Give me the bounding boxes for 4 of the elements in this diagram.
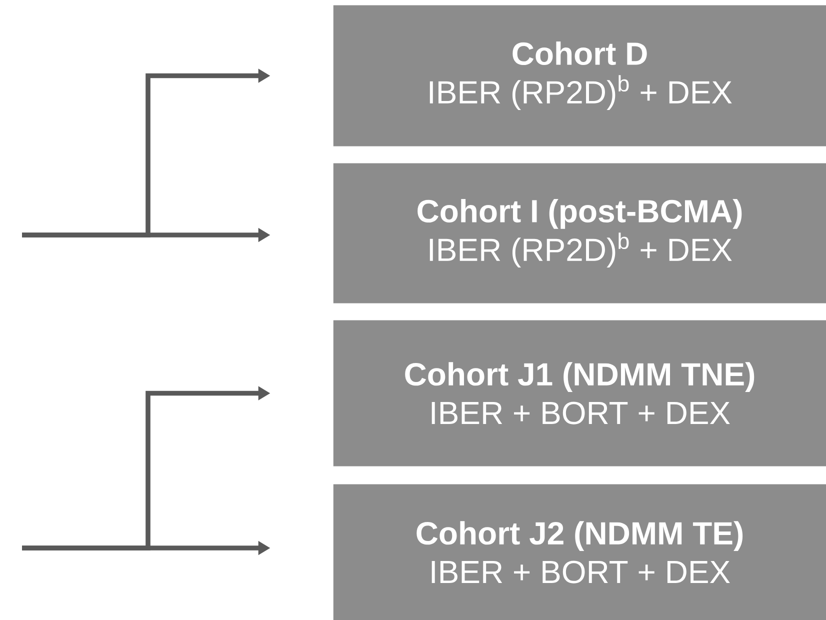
- cohort-box: Cohort D IBER (RP2D)$^{b}$ + DEX: [333, 5, 826, 146]
- cohort-box: Cohort J1 (NDMM TNE) IBER + BORT + DEX: [333, 320, 826, 466]
- cohort-box: Cohort J2 (NDMM TE) IBER + BORT + DEX: [333, 484, 826, 620]
- cohort-box: Cohort I (post-BCMA) IBER (RP2D)$^{b}$ + DEX: [333, 163, 826, 304]
